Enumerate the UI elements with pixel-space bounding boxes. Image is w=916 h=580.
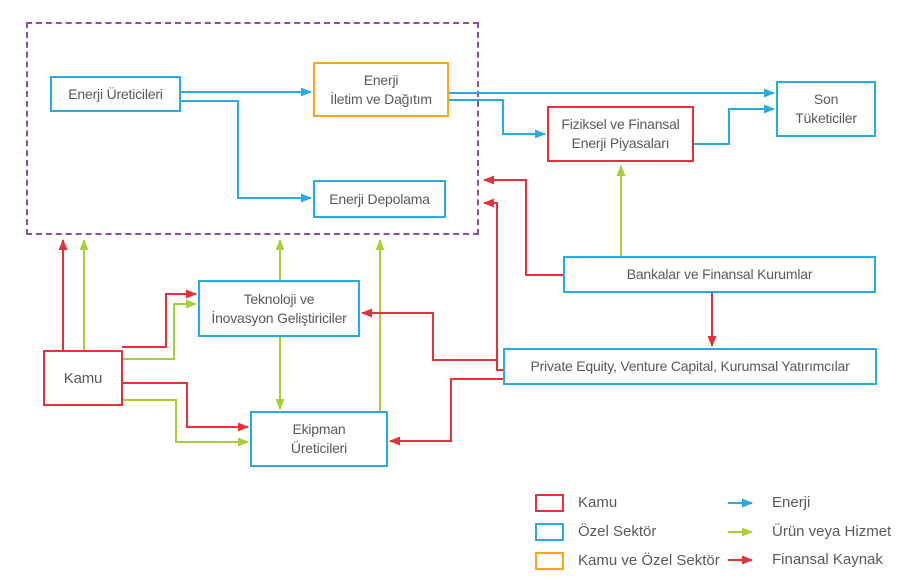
arrow-banks-to-energy-zone-red bbox=[483, 175, 563, 276]
node-label: Private Equity, Venture Capital, Kurumsa… bbox=[530, 358, 850, 374]
legend-label-kamu-ve-ozel-sektor: Kamu ve Özel Sektör bbox=[578, 552, 720, 569]
node-enerji-ureticileri: Enerji Üreticileri bbox=[50, 76, 181, 112]
node-label: Enerji Üreticileri bbox=[68, 85, 163, 102]
arrow-private-equity-to-equipment-red bbox=[389, 378, 503, 446]
node-teknoloji-inovasyon-gelistiriciler: Teknoloji ve İnovasyon Geliştiriciler bbox=[198, 280, 360, 337]
node-enerji-iletim-ve-dagitim: Enerji İletim ve Dağıtım bbox=[313, 62, 449, 117]
arrow-private-equity-to-technology-red bbox=[361, 308, 497, 361]
node-kamu: Kamu bbox=[43, 350, 123, 406]
legend-label-finansal-kaynak: Finansal Kaynak bbox=[772, 551, 883, 568]
arrow-energy-markets-to-end-consumers bbox=[694, 104, 775, 145]
arrow-transmission-to-energy-markets bbox=[449, 99, 546, 139]
node-label: Enerji Piyasaları bbox=[571, 135, 670, 151]
legend-swatch-kamu bbox=[535, 494, 564, 512]
node-bankalar-ve-finansal-kurumlar: Bankalar ve Finansal Kurumlar bbox=[563, 256, 876, 293]
node-fiziksel-finansal-enerji-piyasalari: Fiziksel ve Finansal Enerji Piyasaları bbox=[547, 106, 694, 162]
legend-label-kamu: Kamu bbox=[578, 494, 618, 511]
legend-label-ozel-sektor: Özel Sektör bbox=[578, 523, 657, 540]
node-label: Teknoloji ve bbox=[243, 290, 315, 307]
node-label: Tüketiciler bbox=[795, 110, 857, 126]
arrow-kamu-to-equipment-red bbox=[122, 382, 249, 432]
node-enerji-depolama: Enerji Depolama bbox=[313, 180, 446, 218]
node-label: Son bbox=[813, 91, 839, 107]
node-label: İletim ve Dağıtım bbox=[330, 90, 432, 107]
node-label: Enerji Depolama bbox=[329, 190, 430, 207]
arrow-kamu-to-equipment-green bbox=[122, 399, 249, 447]
node-label: Üreticileri bbox=[290, 440, 348, 456]
arrow-kamu-to-technology-red bbox=[122, 289, 197, 348]
node-private-equity-venture-capital: Private Equity, Venture Capital, Kurumsa… bbox=[503, 348, 877, 385]
arrow-energy-producers-to-storage bbox=[181, 100, 312, 203]
arrow-private-equity-to-energy-zone-red bbox=[483, 198, 503, 371]
node-label: Fiziksel ve Finansal bbox=[561, 116, 680, 132]
legend-swatch-kamu-ve-ozel-sektor bbox=[535, 552, 564, 570]
node-label: Kamu bbox=[63, 369, 103, 387]
node-label: Ekipman bbox=[292, 421, 346, 437]
node-label: Enerji bbox=[363, 71, 399, 88]
node-son-tuketiciler: Son Tüketiciler bbox=[776, 81, 876, 137]
node-ekipman-ureticileri: Ekipman Üreticileri bbox=[250, 411, 388, 467]
arrow-kamu-to-technology-green bbox=[122, 299, 197, 360]
node-label: İnovasyon Geliştiriciler bbox=[211, 309, 347, 326]
legend-swatch-ozel-sektor bbox=[535, 523, 564, 541]
node-label: Bankalar ve Finansal Kurumlar bbox=[626, 266, 813, 282]
legend-label-urun-veya-hizmet: Ürün veya Hizmet bbox=[772, 523, 892, 540]
energy-sector-dashed-container bbox=[26, 22, 479, 235]
legend-label-enerji: Enerji bbox=[772, 494, 811, 511]
